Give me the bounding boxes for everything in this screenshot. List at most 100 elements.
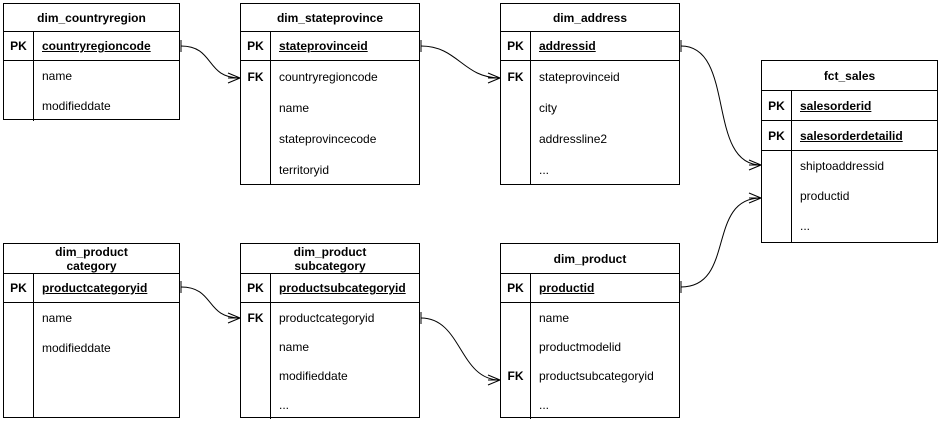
field-name-productid: productid bbox=[800, 189, 850, 203]
field-name-productid: productid bbox=[539, 281, 595, 295]
relationship-line bbox=[680, 197, 762, 288]
field-name-stateprovincecode: stateprovincecode bbox=[279, 131, 377, 146]
attribute-name-column: shiptoaddressid productid... bbox=[792, 151, 937, 242]
key-badge-none bbox=[762, 181, 791, 211]
attribute-key-column: FK bbox=[241, 303, 271, 419]
key-badge-fk: FK bbox=[507, 368, 524, 383]
relationship-product-to-sales[interactable] bbox=[680, 192, 762, 293]
key-badge-pk: PK bbox=[762, 91, 792, 120]
key-badge-fk: FK bbox=[247, 310, 264, 325]
key-badge-none bbox=[762, 211, 791, 241]
key-row-dim_productsubcategory-productsubcategoryid[interactable]: PK productsubcategoryid bbox=[241, 274, 419, 303]
field-name-salesorderdetailid: salesorderdetailid bbox=[800, 128, 903, 143]
key-badge-none bbox=[241, 361, 270, 390]
key-row-dim_countryregion-countryregioncode[interactable]: PK countryregioncode bbox=[4, 32, 179, 61]
key-badge-none bbox=[501, 303, 530, 332]
cardinality-many-marker bbox=[487, 374, 501, 386]
key-badge-none bbox=[241, 92, 270, 123]
field-name-territoryid: territoryid bbox=[279, 162, 330, 177]
key-badge-none bbox=[501, 123, 530, 154]
field-name-stateprovinceid: stateprovinceid bbox=[539, 69, 620, 84]
attribute-block-fct_sales: shiptoaddressid productid... bbox=[762, 151, 937, 242]
key-badge-none bbox=[762, 151, 791, 181]
field-name-modifieddate: modifieddate bbox=[42, 341, 111, 355]
key-row-dim_stateprovince-stateprovinceid[interactable]: PK stateprovinceid bbox=[241, 32, 419, 61]
key-badge-none bbox=[241, 123, 270, 154]
key-badge-pk: PK bbox=[4, 32, 34, 60]
relationship-productsubcategory-to-product[interactable] bbox=[420, 312, 501, 386]
attribute-key-column bbox=[762, 151, 792, 242]
field-name-productsubcategoryid: productsubcategoryid bbox=[539, 368, 654, 383]
field-name-addressid: addressid bbox=[539, 39, 596, 53]
entity-title-dim_address: dim_address bbox=[501, 4, 679, 32]
cardinality-many-marker bbox=[748, 159, 762, 171]
field-name-stateprovinceid: stateprovinceid bbox=[279, 39, 368, 53]
field-name-addressline2: addressline2 bbox=[539, 131, 608, 146]
relationship-line bbox=[420, 317, 501, 381]
attribute-name-column: countryregioncode name stateprovincecode te… bbox=[271, 61, 419, 185]
relationship-productcategory-to-subcategory[interactable] bbox=[180, 281, 241, 324]
entity-title-dim_product: dim_product bbox=[501, 244, 679, 274]
relationship-line bbox=[180, 286, 241, 319]
field-name-countryregioncode: countryregioncode bbox=[279, 69, 378, 84]
key-row-dim_product-productid[interactable]: PK productid bbox=[501, 274, 679, 303]
relationship-stateprovince-to-address[interactable] bbox=[420, 40, 501, 84]
field-name-name: name bbox=[279, 100, 310, 115]
key-badge-none bbox=[4, 333, 33, 363]
key-badge-fk: FK bbox=[507, 69, 524, 84]
field-name-modifieddate: modifieddate bbox=[42, 99, 111, 113]
key-badge-none bbox=[241, 332, 270, 361]
field-name-name: name bbox=[539, 310, 570, 325]
entity-title-fct_sales: fct_sales bbox=[762, 61, 937, 91]
field-name-productsubcategoryid: productsubcategoryid bbox=[279, 281, 406, 295]
field-name-modifieddate: modifieddate bbox=[279, 368, 348, 383]
key-badge-none bbox=[501, 92, 530, 123]
key-badge-pk: PK bbox=[241, 274, 271, 302]
attribute-key-column: FK bbox=[241, 61, 271, 185]
key-badge-none bbox=[4, 61, 33, 91]
key-row-dim_address-addressid[interactable]: PK addressid bbox=[501, 32, 679, 61]
key-badge-none bbox=[501, 154, 530, 185]
key-badge-none bbox=[501, 390, 530, 419]
relationship-address-to-sales[interactable] bbox=[680, 40, 762, 171]
relationship-countryregion-to-stateprovince[interactable] bbox=[180, 40, 241, 84]
key-badge-pk: PK bbox=[501, 274, 531, 302]
relationship-line bbox=[420, 45, 501, 79]
cardinality-many-marker bbox=[487, 72, 501, 84]
field-name-countryregioncode: countryregioncode bbox=[42, 39, 151, 53]
key-badge-none bbox=[241, 390, 270, 419]
key-badge-pk: PK bbox=[4, 274, 34, 302]
field-name-...: ... bbox=[800, 219, 811, 233]
relationship-line bbox=[180, 45, 241, 79]
key-row-fct_sales-salesorderid[interactable]: PK salesorderid bbox=[762, 91, 937, 121]
cardinality-many-marker bbox=[227, 312, 241, 324]
key-badge-pk: PK bbox=[241, 32, 271, 60]
field-name-salesorderid: salesorderid bbox=[800, 98, 872, 113]
field-name-shiptoaddressid: shiptoaddressid bbox=[800, 159, 885, 173]
key-row-dim_productcategory-productcategoryid[interactable]: PK productcategoryid bbox=[4, 274, 179, 303]
cardinality-many-marker bbox=[748, 192, 762, 204]
entity-title-dim_countryregion: dim_countryregion bbox=[4, 4, 179, 32]
key-badge-none bbox=[4, 91, 33, 121]
attribute-key-column: FK bbox=[501, 303, 531, 419]
key-badge-none bbox=[501, 332, 530, 361]
key-badge-pk: PK bbox=[501, 32, 531, 60]
field-name-productcategoryid: productcategoryid bbox=[42, 281, 148, 295]
